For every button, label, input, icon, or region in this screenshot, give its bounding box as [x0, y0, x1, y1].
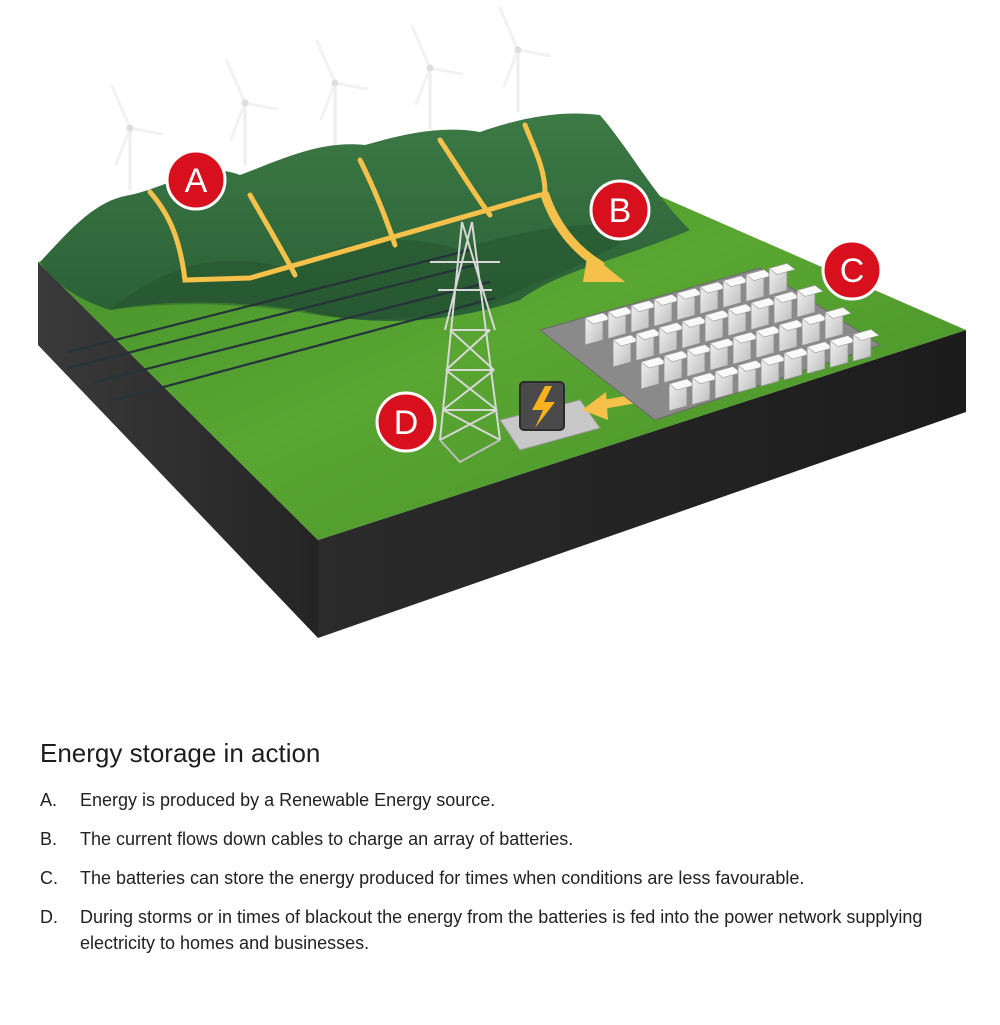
battery-unit-icon [607, 306, 635, 340]
marker-b-label: B [609, 192, 632, 230]
battery-unit-icon [612, 334, 640, 368]
battery-unit-icon [824, 306, 852, 340]
marker-d-label: D [394, 404, 419, 442]
marker-c: C [821, 239, 883, 301]
caption-item-text: The current flows down cables to charge … [80, 829, 574, 849]
battery-unit-icon [635, 328, 663, 362]
marker-d: D [375, 391, 437, 453]
battery-array [584, 262, 880, 412]
caption-item-letter: D. [40, 907, 58, 927]
wind-turbine-icon [498, 6, 552, 112]
battery-unit-icon [653, 293, 681, 327]
transmission-tower-icon [430, 221, 501, 464]
flow-arrow-b [540, 190, 625, 282]
battery-unit-icon [714, 366, 742, 400]
battery-unit-icon [686, 344, 714, 378]
wind-turbines [110, 6, 552, 190]
battery-unit-icon [630, 300, 658, 334]
marker-a: A [165, 149, 227, 211]
battery-unit-icon [709, 337, 737, 371]
mountain-shading [110, 223, 650, 320]
battery-unit-icon [801, 313, 829, 347]
battery-unit-icon [852, 328, 880, 362]
caption-item-a: A. Energy is produced by a Renewable Ene… [40, 787, 940, 813]
battery-unit-icon [768, 262, 796, 296]
battery-unit-icon [676, 287, 704, 321]
caption-item-text: During storms or in times of blackout th… [80, 907, 923, 953]
battery-unit-icon [668, 378, 696, 412]
battery-unit-icon [681, 315, 709, 349]
wind-turbine-icon [225, 59, 279, 165]
energy-storage-diagram: A B C D [38, 6, 966, 638]
battery-unit-icon [745, 269, 773, 303]
battery-unit-icon [663, 350, 691, 384]
soil-right-face [318, 330, 966, 638]
caption-item-letter: B. [40, 829, 58, 849]
battery-unit-icon [704, 309, 732, 343]
caption-item-letter: A. [40, 790, 58, 810]
battery-unit-icon [796, 284, 824, 318]
battery-unit-icon [783, 347, 811, 381]
battery-unit-icon [755, 325, 783, 359]
caption-item-text: Energy is produced by a Renewable Energy… [80, 790, 496, 810]
caption-item-b: B. The current flows down cables to char… [40, 826, 940, 852]
marker-b: B [589, 179, 651, 241]
caption-title: Energy storage in action [40, 738, 321, 768]
marker-c-label: C [840, 252, 865, 290]
caption-item-text: The batteries can store the energy produ… [80, 868, 805, 888]
caption-item-d: D. During storms or in times of blackout… [40, 904, 940, 956]
battery-unit-icon [778, 319, 806, 353]
battery-unit-icon [806, 341, 834, 375]
wind-turbine-icon [315, 39, 369, 145]
wind-turbine-icon [410, 24, 464, 130]
marker-a-label: A [185, 162, 208, 200]
caption-item-letter: C. [40, 868, 58, 888]
battery-unit-icon [773, 291, 801, 325]
power-lines [67, 248, 496, 402]
substation [499, 381, 601, 451]
battery-unit-icon [722, 275, 750, 309]
renewable-cable-path [147, 122, 548, 283]
soil-left-face [38, 262, 318, 638]
battery-unit-icon [699, 281, 727, 315]
caption: Energy storage in action A. Energy is pr… [40, 738, 940, 969]
battery-unit-icon [658, 322, 686, 356]
battery-unit-icon [760, 353, 788, 387]
lightning-bolt-icon [532, 386, 555, 428]
caption-list: A. Energy is produced by a Renewable Ene… [40, 787, 940, 956]
mountain-ridge [40, 113, 690, 321]
wind-turbine-icon [110, 84, 164, 190]
battery-unit-icon [750, 297, 778, 331]
battery-unit-icon [640, 356, 668, 390]
caption-item-c: C. The batteries can store the energy pr… [40, 865, 940, 891]
battery-unit-icon [829, 335, 857, 369]
